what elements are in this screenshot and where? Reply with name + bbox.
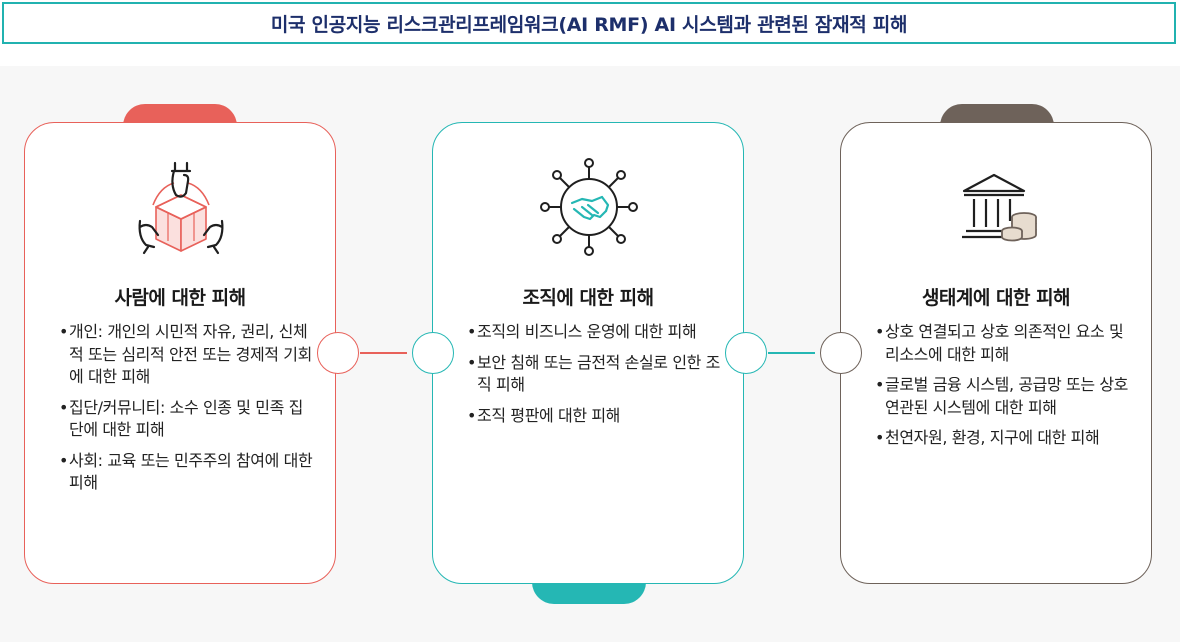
card-org-title: 조직에 대한 피해 <box>522 287 654 309</box>
bullet-item: 집단/커뮤니티: 소수 인종 및 민족 집단에 대한 피해 <box>59 397 317 442</box>
card-people-bullets: 개인: 개인의 시민적 자유, 권리, 신체적 또는 심리적 안전 또는 경제적… <box>59 321 317 503</box>
bullet-item: 조직 평판에 대한 피해 <box>467 405 725 428</box>
bullet-item: 보안 침해 또는 금전적 손실로 인한 조직 피해 <box>467 352 725 397</box>
card-eco: 생태계에 대한 피해 상호 연결되고 상호 의존적인 요소 및 리소스에 대한 … <box>840 122 1152 584</box>
bank-coins-icon <box>962 173 1037 242</box>
connector-ring-people <box>317 332 359 374</box>
connector-line-2 <box>768 352 815 354</box>
card-people-title: 사람에 대한 피해 <box>114 287 246 309</box>
page-title: 미국 인공지능 리스크관리프레임워크(AI RMF) AI 시스템과 관련된 잠… <box>270 13 908 36</box>
bullet-item: 천연자원, 환경, 지구에 대한 피해 <box>875 427 1133 450</box>
card-people: 사람에 대한 피해 개인: 개인의 시민적 자유, 권리, 신체적 또는 심리적… <box>24 122 336 584</box>
card-eco-title: 생태계에 대한 피해 <box>921 287 1071 309</box>
bullet-item: 조직의 비즈니스 운영에 대한 피해 <box>467 321 725 344</box>
connector-line-1 <box>360 352 407 354</box>
bullet-item: 글로벌 금융 시스템, 공급망 또는 상호 연관된 시스템에 대한 피해 <box>875 374 1133 419</box>
bullet-item: 사회: 교육 또는 민주주의 참여에 대한 피해 <box>59 450 317 495</box>
people-hands-icon <box>138 161 224 255</box>
card-eco-bullets: 상호 연결되고 상호 의존적인 요소 및 리소스에 대한 피해 글로벌 금융 시… <box>875 321 1133 458</box>
handshake-network-icon <box>540 158 638 256</box>
bullet-item: 상호 연결되고 상호 의존적인 요소 및 리소스에 대한 피해 <box>875 321 1133 366</box>
bullet-item: 개인: 개인의 시민적 자유, 권리, 신체적 또는 심리적 안전 또는 경제적… <box>59 321 317 389</box>
card-org: 조직에 대한 피해 조직의 비즈니스 운영에 대한 피해 보안 침해 또는 금전… <box>432 122 744 584</box>
connector-ring-org-left <box>412 332 454 374</box>
connector-ring-eco <box>820 332 862 374</box>
card-org-bullets: 조직의 비즈니스 운영에 대한 피해 보안 침해 또는 금전적 손실로 인한 조… <box>467 321 725 435</box>
title-box: 미국 인공지능 리스크관리프레임워크(AI RMF) AI 시스템과 관련된 잠… <box>2 2 1176 44</box>
connector-ring-org-right <box>725 332 767 374</box>
